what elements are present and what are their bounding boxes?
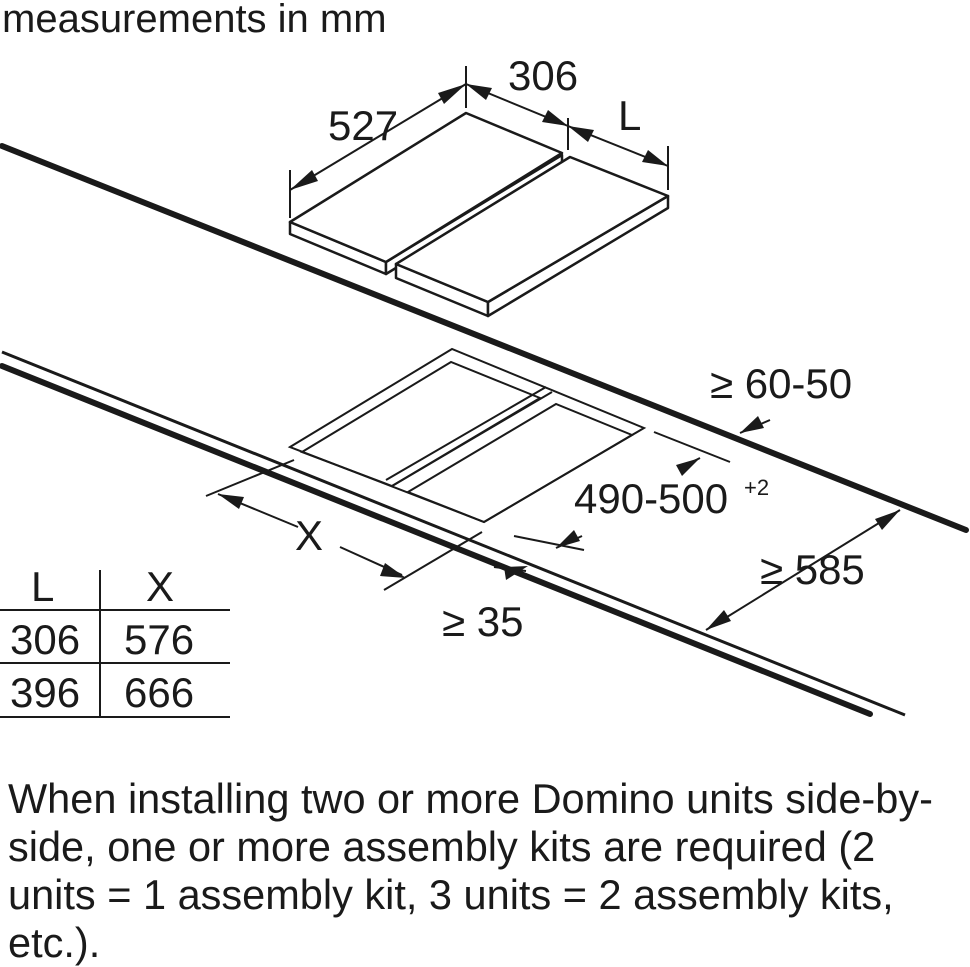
cutout-left-inner: [299, 360, 543, 488]
dimension-X: X: [205, 459, 483, 591]
width-right-label: L: [618, 92, 641, 139]
cutout-width-label: X: [295, 512, 323, 559]
cutout-depth-label: 490-500: [574, 475, 728, 522]
hob-units: [288, 111, 670, 318]
width-left-label: 306: [508, 52, 578, 99]
dimension-527: 527: [289, 66, 467, 218]
table-cell: 396: [10, 669, 80, 716]
left-hob-top: [288, 111, 564, 264]
units-caption: measurements in mm: [2, 0, 387, 41]
dimension-front-min: ≥ 35: [442, 566, 528, 645]
table-header-X: X: [146, 563, 174, 610]
right-hob-top: [394, 155, 670, 304]
dimension-306: 306: [465, 52, 578, 150]
size-table: L X 306 576 396 666: [0, 563, 230, 718]
assembly-kit-note: When installing two or more Domino units…: [8, 775, 933, 966]
worktop-back-edge: [0, 143, 969, 533]
front-min-label: ≥ 35: [442, 598, 523, 645]
cutout-right-inner: [405, 402, 635, 524]
depth-label: 527: [328, 102, 398, 149]
worktop-depth-label: ≥ 585: [760, 546, 865, 593]
worktop-min-label: ≥ 60-50: [710, 360, 852, 407]
cutout: [287, 347, 647, 524]
dimension-L: L: [567, 92, 669, 190]
worktop-front-edge-upper: [1, 350, 906, 717]
cutout-depth-base: 490-500: [574, 475, 728, 522]
dimension-490-500: 490-500 +2: [513, 431, 769, 551]
table-header-L: L: [31, 563, 54, 610]
dimension-worktop-min: ≥ 60-50: [710, 360, 852, 434]
table-cell: 306: [10, 616, 80, 663]
dimension-worktop-depth: ≥ 585: [705, 509, 901, 631]
table-cell: 576: [124, 616, 194, 663]
worktop-front-edge-lower: [0, 363, 873, 717]
cutout-depth-tolerance: +2: [744, 475, 769, 500]
table-cell: 666: [124, 669, 194, 716]
